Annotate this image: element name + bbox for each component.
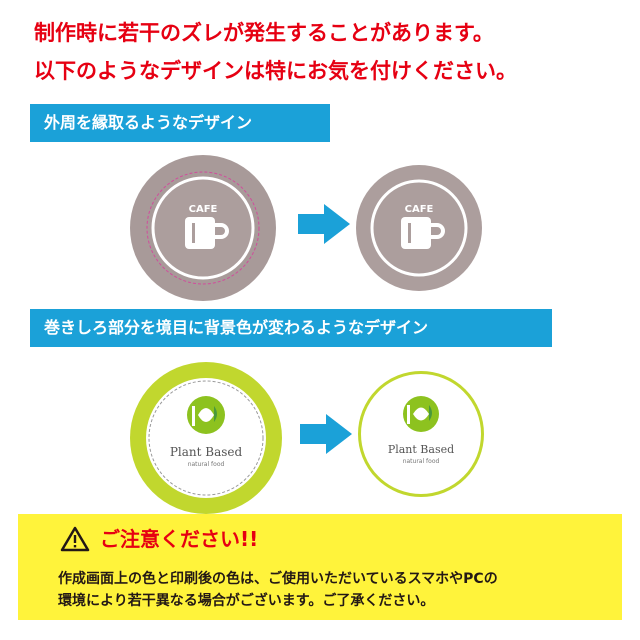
cafe-sticker-after: CAFE bbox=[356, 165, 482, 291]
plant-logo-sub: natural food bbox=[188, 461, 225, 468]
plant-sticker-before-art: Plant Based natural food bbox=[146, 378, 266, 498]
section-label-background-change-design: 巻きしろ部分を境目に背景色が変わるようなデザイン bbox=[30, 309, 552, 347]
arrow-right-icon bbox=[300, 414, 352, 454]
notice-body: 作成画面上の色と印刷後の色は、ご使用いただいているスマホやPCの 環境により若干… bbox=[58, 568, 618, 612]
leaf-fork-logo-icon bbox=[403, 396, 439, 432]
plant-sticker-after-art: Plant Based natural food bbox=[388, 396, 454, 465]
leaf-fork-logo-icon bbox=[187, 396, 225, 434]
section-label-outline-design: 外周を縁取るようなデザイン bbox=[30, 104, 330, 142]
cafe-sticker-before-art: CAFE bbox=[146, 171, 260, 285]
notice-line-2: 環境により若干異なる場合がございます。ご了承ください。 bbox=[58, 593, 435, 609]
headline-line-2: 以下のようなデザインは特にお気を付けください。 bbox=[34, 59, 517, 83]
cafe-sticker-after-art: CAFE bbox=[370, 179, 468, 277]
coffee-cup-icon bbox=[401, 217, 445, 249]
cafe-logo-text: CAFE bbox=[405, 204, 434, 215]
notice-title: ご注意ください!! bbox=[100, 527, 259, 551]
coffee-cup-icon bbox=[185, 217, 229, 249]
plant-sticker-after: Plant Based natural food bbox=[358, 371, 484, 497]
plant-logo-title: Plant Based bbox=[388, 443, 454, 456]
arrow-right-icon bbox=[298, 204, 350, 244]
plant-logo-sub: natural food bbox=[403, 458, 440, 465]
plant-sticker-before: Plant Based natural food bbox=[130, 362, 282, 514]
notice-line-1: 作成画面上の色と印刷後の色は、ご使用いただいているスマホやPCの bbox=[58, 571, 498, 587]
cafe-sticker-before: CAFE bbox=[130, 155, 276, 301]
plant-logo-title: Plant Based bbox=[170, 445, 243, 459]
cafe-logo-text: CAFE bbox=[189, 204, 218, 215]
headline-line-1: 制作時に若干のズレが発生することがあります。 bbox=[34, 21, 494, 45]
notice-box: ご注意ください!! 作成画面上の色と印刷後の色は、ご使用いただいているスマホやP… bbox=[18, 514, 622, 620]
warning-triangle-icon bbox=[60, 526, 90, 552]
